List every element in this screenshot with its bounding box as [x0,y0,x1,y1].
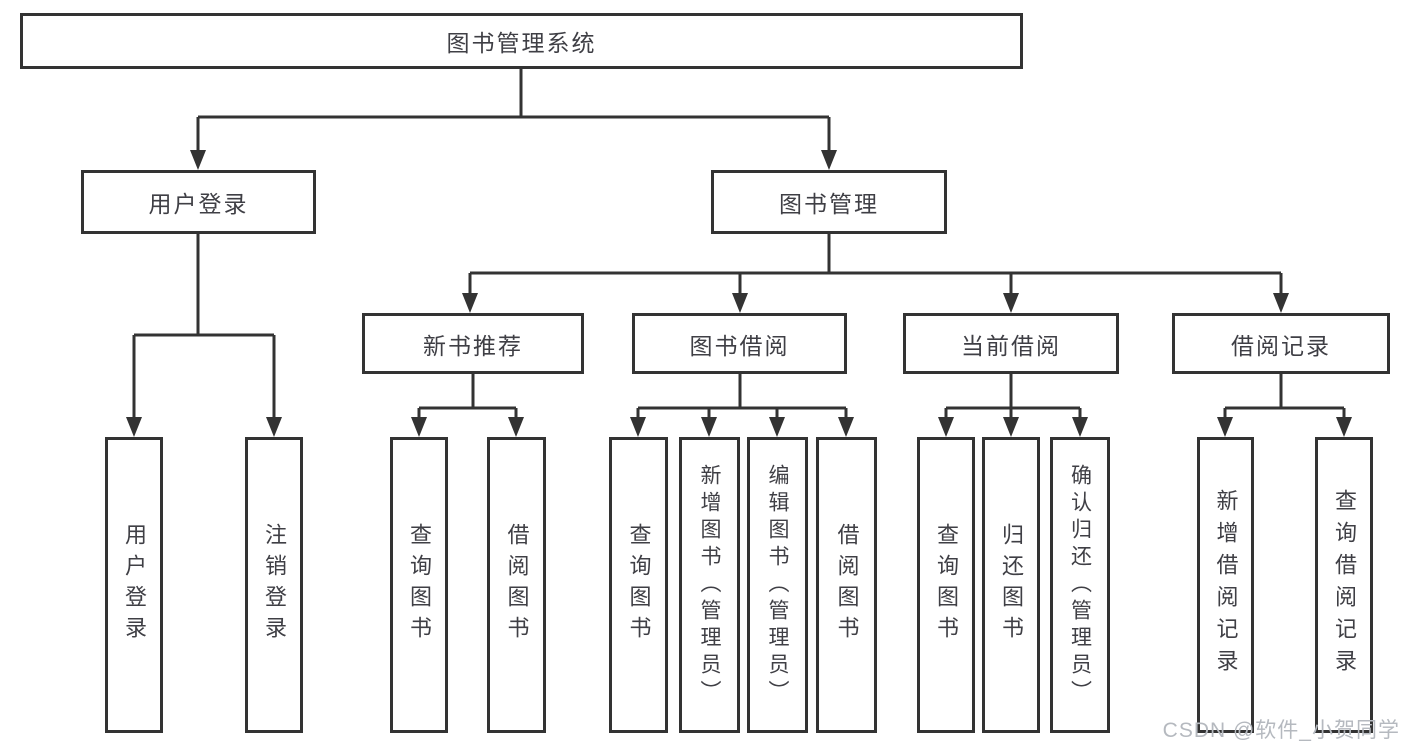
node-new-books-label: 新书推荐 [423,332,523,359]
leaf-logout-label: 注销登录 [262,523,287,647]
leaf-nb-borrow-books-label: 借阅图书 [504,523,530,647]
connector-book-mgmt-to-level3 [462,234,1289,313]
leaf-bb-edit-books-admin-label: 编辑图书（管理员） [766,463,789,707]
node-user-login-label: 用户登录 [148,191,249,217]
node-book-borrow-label: 图书借阅 [689,332,790,359]
connector-new-books-to-leaves [411,374,524,437]
leaf-bb-borrow-books: 借阅图书 [816,437,877,733]
leaf-br-query-record: 查询借阅记录 [1315,437,1373,733]
leaf-nb-query-books: 查询图书 [390,437,448,733]
node-root-label: 图书管理系统 [446,30,597,56]
node-new-books: 新书推荐 [362,313,584,374]
leaf-bb-add-books-admin-label: 新增图书（管理员） [698,463,721,707]
leaf-br-add-record: 新增借阅记录 [1197,437,1254,733]
leaf-bb-borrow-books-label: 借阅图书 [834,523,860,647]
connector-book-borrow-to-leaves [630,374,854,437]
leaf-cb-confirm-return-admin: 确认归还（管理员） [1050,437,1110,733]
node-book-borrow: 图书借阅 [632,313,847,374]
leaf-user-login: 用户登录 [105,437,163,733]
node-current-borrow: 当前借阅 [903,313,1119,374]
connector-current-borrow-to-leaves [938,374,1088,437]
node-book-mgmt: 图书管理 [711,170,947,234]
node-current-borrow-label: 当前借阅 [961,332,1061,359]
connector-root-to-level2 [190,69,837,170]
leaf-logout: 注销登录 [245,437,303,733]
leaf-bb-query-books-label: 查询图书 [626,523,652,647]
leaf-br-add-record-label: 新增借阅记录 [1213,489,1239,681]
leaf-user-login-label: 用户登录 [122,523,147,647]
leaf-nb-borrow-books: 借阅图书 [487,437,546,733]
connector-user-login-to-leaves [126,234,282,437]
leaf-bb-add-books-admin: 新增图书（管理员） [679,437,740,733]
leaf-bb-query-books: 查询图书 [609,437,668,733]
watermark: CSDN @软件_小贺同学 [1162,719,1400,742]
leaf-cb-query-books: 查询图书 [917,437,975,733]
node-book-mgmt-label: 图书管理 [779,191,879,217]
leaf-cb-return-books-label: 归还图书 [999,523,1024,647]
leaf-cb-return-books: 归还图书 [982,437,1040,733]
leaf-nb-query-books-label: 查询图书 [407,523,432,647]
leaf-cb-query-books-label: 查询图书 [934,523,959,647]
node-user-login: 用户登录 [81,170,316,234]
leaf-bb-edit-books-admin: 编辑图书（管理员） [747,437,808,733]
node-borrow-records: 借阅记录 [1172,313,1390,374]
leaf-br-query-record-label: 查询借阅记录 [1332,489,1357,681]
connector-borrow-records-to-leaves [1217,374,1352,437]
leaf-cb-confirm-return-admin-label: 确认归还（管理员） [1068,463,1092,707]
node-borrow-records-label: 借阅记录 [1231,332,1331,359]
node-root: 图书管理系统 [20,13,1023,69]
